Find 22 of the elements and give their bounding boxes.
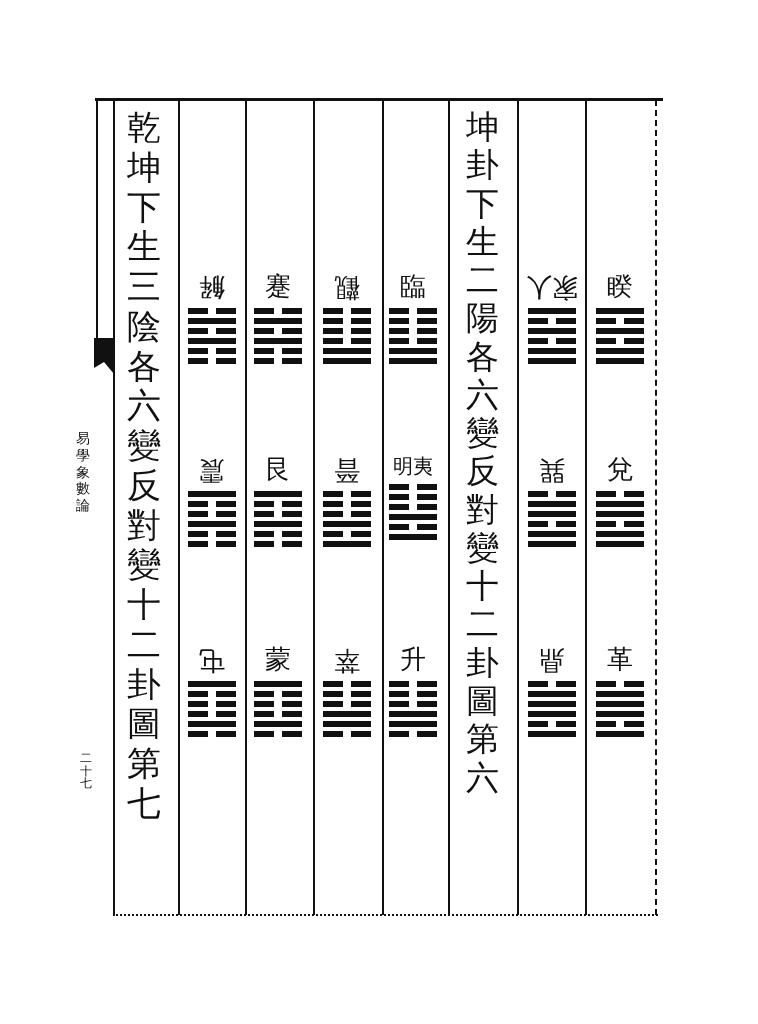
hexagram-name: 屯 <box>199 645 225 675</box>
page-number: 二十七 <box>80 752 92 790</box>
hexagram-name: 革 <box>607 645 633 675</box>
hexagram-name: 臨 <box>400 272 426 302</box>
hexagram-name: 解 <box>199 272 225 302</box>
book-title: 易學象數論 <box>76 430 90 514</box>
hexagram-name: 明夷 <box>393 455 433 478</box>
hexagram-name: 觀 <box>334 272 360 302</box>
figure-heading: 坤卦下生二陽各六變反對變十二卦圖第六 <box>466 108 499 797</box>
hexagram-name: 震 <box>199 455 225 485</box>
figure-heading: 乾坤下生三陰各六變反對變十二卦圖第七 <box>127 108 161 824</box>
hexagram-name: 升 <box>400 645 426 675</box>
hexagram-name: 蒙 <box>265 645 291 675</box>
hexagram-name: 艮 <box>265 455 291 485</box>
hexagram-name: 鼎 <box>539 645 565 675</box>
hexagram-name: 晉 <box>334 455 360 485</box>
hexagram-name: 蹇 <box>265 272 291 302</box>
hexagram-name: 兌 <box>607 455 633 485</box>
hexagram-name: 巽 <box>539 455 565 485</box>
hexagram-name: 萃 <box>334 645 360 675</box>
hexagram-name: 睽 <box>607 272 633 302</box>
hexagram-name: 家人 <box>526 272 578 302</box>
